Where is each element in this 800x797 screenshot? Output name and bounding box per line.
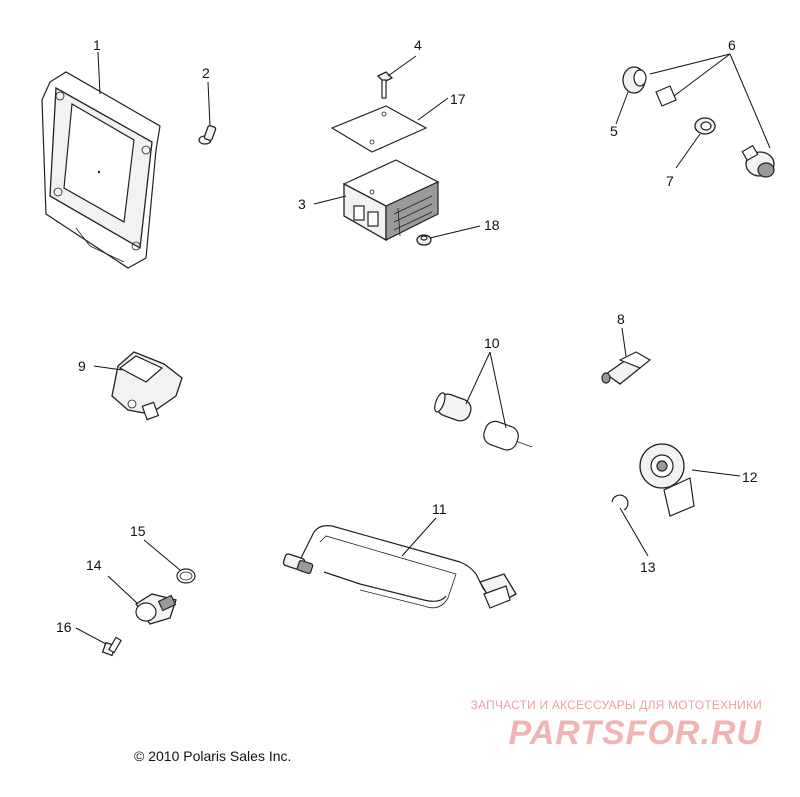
- leader-8: [621, 327, 627, 357]
- watermark: ЗАПЧАСТИ И АКСЕССУАРЫ ДЛЯ МОТОТЕХНИКИ PA…: [471, 698, 762, 753]
- leader-1: [97, 51, 101, 95]
- part-cap-set[interactable]: [432, 391, 536, 459]
- callout-9: 9: [78, 358, 86, 374]
- part-o2-harness[interactable]: [282, 525, 517, 609]
- part-bolt-4[interactable]: [376, 71, 394, 99]
- leader-13: [619, 507, 649, 557]
- leader-14: [107, 575, 139, 605]
- part-speed-sensor[interactable]: [135, 593, 177, 625]
- part-map-sensor[interactable]: [111, 351, 183, 421]
- leader-16: [75, 627, 107, 645]
- part-seal-ring-7[interactable]: [694, 117, 716, 135]
- watermark-logo: PARTSFOR.RU: [508, 714, 762, 752]
- part-knock-sensor[interactable]: [639, 443, 695, 517]
- leader-5: [615, 91, 629, 125]
- callout-17: 17: [450, 91, 466, 107]
- part-temp-sensor[interactable]: [601, 351, 652, 385]
- leader-15: [143, 539, 181, 571]
- callout-12: 12: [742, 469, 758, 485]
- callout-1: 1: [93, 37, 101, 53]
- callout-7: 7: [666, 173, 674, 189]
- callout-8: 8: [617, 311, 625, 327]
- copyright-notice: © 2010 Polaris Sales Inc.: [134, 748, 292, 764]
- callout-4: 4: [414, 37, 422, 53]
- part-bolt-16[interactable]: [101, 636, 122, 657]
- part-o-ring-15[interactable]: [176, 568, 196, 584]
- leader-11: [401, 517, 437, 557]
- callout-3: 3: [298, 196, 306, 212]
- callout-5: 5: [610, 123, 618, 139]
- part-sensor-5[interactable]: [622, 66, 677, 107]
- callout-14: 14: [86, 557, 102, 573]
- leader-2: [207, 81, 211, 127]
- part-screw-2[interactable]: [198, 124, 217, 145]
- part-clip-13[interactable]: [611, 494, 629, 511]
- part-cover-plate[interactable]: [330, 105, 428, 153]
- leader-7: [675, 133, 701, 169]
- leader-18: [429, 225, 481, 239]
- callout-2: 2: [202, 65, 210, 81]
- part-nut-18[interactable]: [416, 234, 432, 246]
- part-pressure-switch[interactable]: [741, 144, 775, 178]
- leader-4: [387, 55, 417, 77]
- leader-6: [649, 53, 771, 149]
- leader-17: [417, 97, 449, 121]
- callout-13: 13: [640, 559, 656, 575]
- callout-10: 10: [484, 335, 500, 351]
- callout-11: 11: [432, 501, 447, 517]
- callout-15: 15: [130, 523, 146, 539]
- part-ecu-module[interactable]: [41, 71, 161, 269]
- leader-10: [465, 351, 507, 429]
- callout-16: 16: [56, 619, 72, 635]
- callout-6: 6: [728, 37, 736, 53]
- leader-3: [313, 195, 347, 205]
- callout-18: 18: [484, 217, 500, 233]
- part-fuse-box[interactable]: [342, 159, 440, 242]
- watermark-tagline: ЗАПЧАСТИ И АКСЕССУАРЫ ДЛЯ МОТОТЕХНИКИ: [470, 698, 762, 712]
- leader-9: [93, 365, 123, 371]
- leader-12: [691, 469, 741, 477]
